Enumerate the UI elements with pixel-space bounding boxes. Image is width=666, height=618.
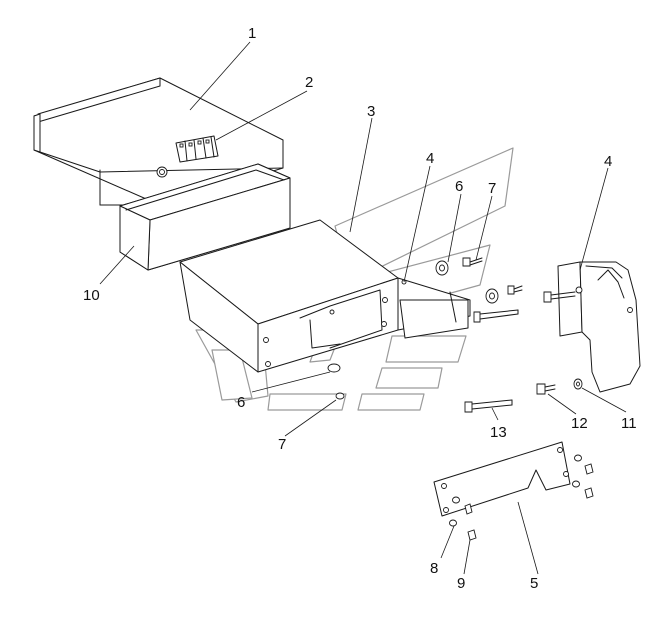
callout-2: 2 xyxy=(305,74,313,91)
callout-4-center: 4 xyxy=(426,150,434,167)
callout-8: 8 xyxy=(430,560,438,577)
callout-7-top: 7 xyxy=(488,180,496,197)
callout-6-bottom: 6 xyxy=(237,394,245,411)
part-2-terminal-block xyxy=(175,135,219,163)
callout-11: 11 xyxy=(621,415,637,432)
callout-9: 9 xyxy=(457,575,465,592)
callout-6-top: 6 xyxy=(455,178,463,195)
parts-11-12-13 xyxy=(464,378,583,413)
callout-1: 1 xyxy=(248,25,256,42)
callout-13: 13 xyxy=(490,424,507,441)
callout-10: 10 xyxy=(83,287,100,304)
part-1-instrument-housing xyxy=(33,77,284,206)
callout-5: 5 xyxy=(530,575,538,592)
leader-lines xyxy=(99,41,627,575)
callout-labels: 1 2 3 4 4 6 7 10 6 7 13 12 11 5 8 9 xyxy=(83,25,637,592)
part-5-bottom-plate xyxy=(433,441,594,541)
part-10-sleeve xyxy=(119,163,291,271)
part-4-side-plate xyxy=(543,261,641,393)
callout-12: 12 xyxy=(571,415,588,432)
hardware-fasteners xyxy=(327,257,523,400)
callout-7-bottom: 7 xyxy=(278,436,286,453)
part-3-mounting-bracket xyxy=(179,219,471,373)
callout-3: 3 xyxy=(367,103,375,120)
callout-4-right: 4 xyxy=(604,153,612,170)
